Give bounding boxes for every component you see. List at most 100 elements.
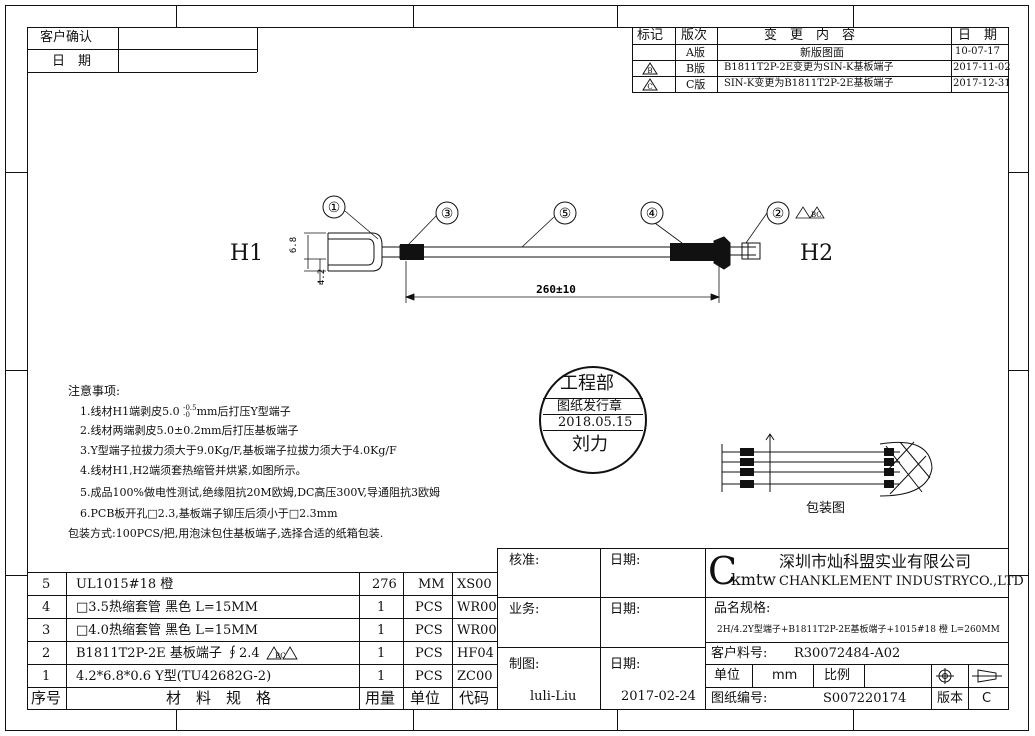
- bom-row-2-revision-triangles: BC: [266, 646, 298, 660]
- rev-row-a-content: 新版图面: [800, 46, 844, 59]
- drawn-date: 2017-02-24: [621, 689, 696, 704]
- bom-header-no: 序号: [31, 689, 62, 707]
- inner-frame: [27, 27, 1009, 710]
- part-number: R30072484-A02: [794, 646, 901, 661]
- bom-row-3-no: 3: [42, 623, 51, 638]
- unit-label: 单位: [714, 668, 741, 683]
- bom-row-4-no: 4: [42, 600, 51, 615]
- callout-1: ①: [328, 200, 341, 216]
- company-name-cn: 深圳市灿科盟实业有限公司: [779, 552, 972, 571]
- note-1-tol-up: -0.5: [183, 404, 197, 412]
- callout-2: ②: [772, 206, 785, 222]
- bom-row-4-qty: 1: [377, 600, 386, 615]
- company-name-en: CHANKLEMENT INDUSTRYCO.,LTD: [779, 574, 1024, 589]
- packing-figure-label: 包装图: [806, 501, 846, 516]
- bom-row-3-spec: □4.0热缩套管 黑色 L=15MM: [76, 623, 258, 638]
- notes-title: 注意事项:: [68, 384, 121, 398]
- note-3: 3.Y型端子拉拔力须大于9.0Kg/F,基板端子拉拔力须大于4.0Kg/F: [80, 444, 397, 457]
- note-5: 5.成品100%做电性测试,绝缘阻抗20M欧姆,DC高压300V,导通阻抗3欧姆: [80, 486, 440, 499]
- rev-header-content: 变 更 内 容: [764, 28, 856, 43]
- stamp-dept: 工程部: [560, 373, 614, 394]
- bom-row-2-no: 2: [42, 646, 51, 661]
- product-spec-label: 品名规格:: [714, 601, 771, 616]
- bom-row-5-unit: MM: [418, 577, 445, 592]
- label-h2: H2: [800, 241, 834, 266]
- callout-4: ④: [646, 206, 659, 222]
- packing-figure: [721, 433, 933, 497]
- bom-row-1-qty: 1: [377, 669, 386, 684]
- stamp-name: 刘力: [572, 434, 608, 455]
- stamp-date: 2018.05.15: [558, 415, 633, 430]
- version-value: C: [982, 691, 992, 706]
- rev-row-a-version: A版: [686, 46, 705, 59]
- note-1-tol-down: -0: [183, 411, 190, 419]
- business-date-label: 日期:: [610, 602, 641, 617]
- bom-row-1-spec: 4.2*6.8*0.6 Y型(TU42682G-2): [76, 669, 272, 684]
- rev-row-b-version: B版: [686, 62, 706, 75]
- terminal-dimensions: [304, 232, 326, 285]
- y-terminal: [327, 232, 401, 272]
- bom-row-2-qty: 1: [377, 646, 386, 661]
- scale-label: 比例: [824, 668, 851, 683]
- bom-row-1-code: ZC00: [457, 669, 493, 684]
- company-logo-c: C: [708, 549, 738, 593]
- bom-row-3-code: WR00: [457, 623, 497, 638]
- bom-row-5-spec: UL1015#18 橙: [76, 577, 174, 592]
- drawn-date-label: 日期:: [610, 657, 641, 672]
- bom-header-spec: 材 料 规 格: [166, 689, 272, 707]
- business-label: 业务:: [509, 602, 540, 617]
- heat-shrink-left: [400, 244, 424, 260]
- bom-row-4-spec: □3.5热缩套管 黑色 L=15MM: [76, 600, 258, 615]
- stamp-issue: 图纸发行章: [557, 399, 623, 414]
- part-number-label: 客户料号:: [711, 646, 768, 661]
- bom-row-2-marks: BC: [275, 652, 286, 660]
- callout-2-marks: BC: [811, 211, 822, 219]
- note-2: 2.线材两端剥皮5.0±0.2mm后打压基板端子: [80, 424, 299, 437]
- rev-header-version: 版次: [681, 28, 708, 43]
- bom-row-1-no: 1: [42, 669, 51, 684]
- label-h1: H1: [230, 241, 264, 266]
- note-4: 4.线材H1,H2端须套热缩管并烘紧,如图所示。: [80, 464, 307, 477]
- revision-mark-b-triangle: B: [642, 62, 658, 75]
- unit-value: mm: [772, 668, 798, 683]
- review-date-label: 日期:: [610, 553, 641, 568]
- wire: [424, 246, 670, 258]
- dim-total-length: 260±10: [536, 283, 576, 296]
- version-label: 版本: [937, 691, 964, 706]
- review-label: 核准:: [509, 553, 540, 568]
- product-spec: 2H/4.2Y型端子+B1811T2P-2E基板端子+1015#18 橙 L=2…: [717, 625, 1000, 635]
- rev-row-c-mark: C: [647, 83, 652, 91]
- note-6: 6.PCB板开孔□2.3,基板端子铆压后须小于□2.3mm: [80, 507, 338, 520]
- board-connector: [713, 236, 761, 270]
- rev-row-c-content: SIN-K变更为B1811T2P-2E基板端子: [724, 78, 894, 89]
- bom-row-1-unit: PCS: [415, 669, 443, 684]
- company-logo-text: kmtw: [731, 570, 776, 589]
- bom-header-unit: 单位: [410, 689, 441, 707]
- dim-terminal-length: 4.2: [317, 269, 327, 285]
- projection-symbol-icon: [936, 668, 1002, 684]
- bom-row-2-spec: B1811T2P-2E 基板端子 ∮2.4: [76, 646, 260, 661]
- customer-date-label: 日 期: [52, 54, 92, 69]
- callout-circles: [322, 195, 790, 225]
- bom-row-3-unit: PCS: [415, 623, 443, 638]
- bom-row-5-qty: 276: [372, 577, 397, 592]
- total-length-dimension: [404, 261, 721, 303]
- rev-row-b-date: 2017-11-02: [953, 62, 1011, 73]
- rev-row-c-date: 2017-12-31: [953, 78, 1011, 89]
- bom-row-3-qty: 1: [377, 623, 386, 638]
- revision-mark-c-triangle: C: [642, 78, 658, 91]
- bom-header-code: 代码: [459, 689, 490, 707]
- bom-row-5-code: XS00: [457, 577, 492, 592]
- rev-header-date: 日 期: [958, 28, 998, 43]
- callout-3: ③: [441, 206, 454, 222]
- drawing-number-label: 图纸编号:: [711, 691, 768, 706]
- outer-frame: [5, 5, 1029, 731]
- rev-row-b-mark: B: [647, 67, 652, 75]
- callout-5: ⑤: [559, 206, 572, 222]
- customer-confirm-label: 客户确认: [40, 30, 93, 45]
- rev-row-b-content: B1811T2P-2E变更为SIN-K基板端子: [724, 62, 894, 73]
- heat-shrink-right: [670, 243, 714, 261]
- bom-row-2-code: HF04: [457, 646, 494, 661]
- rev-row-c-version: C版: [686, 78, 706, 91]
